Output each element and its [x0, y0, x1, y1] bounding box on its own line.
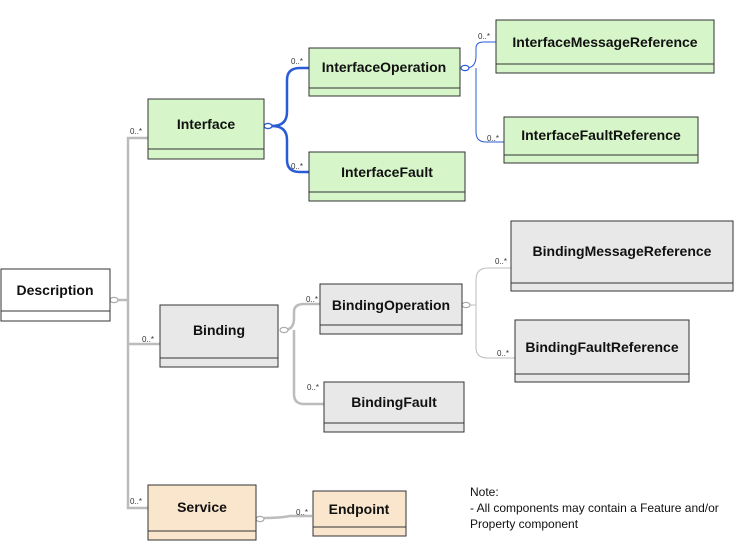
aggregation-diamond-service — [255, 515, 265, 523]
box-interface-message-reference-label: InterfaceMessageReference — [512, 34, 697, 50]
box-binding-fault-reference-label: BindingFaultReference — [525, 339, 678, 355]
interface-links — [271, 66, 309, 174]
box-interface-operation-label: InterfaceOperation — [322, 59, 446, 75]
link-description-service — [126, 344, 148, 510]
mult-interface-message-reference: 0..* — [478, 32, 490, 41]
box-binding-message-reference[interactable]: BindingMessageReference — [510, 220, 734, 292]
mult-interface-fault-reference: 0..* — [487, 134, 499, 143]
mult-binding-operation: 0..* — [306, 295, 318, 304]
mult-binding-message-reference: 0..* — [495, 257, 507, 266]
link-interface-operation — [271, 66, 309, 128]
mult-binding: 0..* — [142, 335, 154, 344]
box-interface-label: Interface — [177, 116, 236, 132]
link-binding-message-reference — [466, 267, 511, 306]
link-binding-operation — [283, 302, 320, 332]
mult-binding-fault-reference: 0..* — [497, 349, 509, 358]
mult-binding-fault: 0..* — [307, 383, 319, 392]
multiplicity-labels: 0..* 0..* 0..* 0..* 0..* 0..* 0..* 0..* … — [130, 32, 509, 517]
aggregation-diamond-binding — [279, 326, 289, 334]
mult-endpoint: 0..* — [296, 508, 308, 517]
link-interface-fault — [271, 124, 309, 174]
box-binding-label: Binding — [193, 322, 245, 338]
aggregation-diamond-description — [109, 296, 119, 304]
description-links — [118, 136, 160, 510]
mult-interface-operation: 0..* — [291, 57, 303, 66]
box-interface[interactable]: Interface — [147, 98, 265, 160]
box-service-label: Service — [177, 499, 227, 515]
box-interface-fault-reference[interactable]: InterfaceFaultReference — [503, 116, 699, 164]
box-service[interactable]: Service — [147, 484, 257, 541]
mult-service: 0..* — [130, 497, 142, 506]
link-service-endpoint — [263, 514, 312, 520]
note-line-1: - All components may contain a Feature a… — [470, 501, 719, 515]
mult-interface-fault: 0..* — [291, 162, 303, 171]
box-binding-message-reference-label: BindingMessageReference — [533, 243, 712, 259]
box-interface-message-reference[interactable]: InterfaceMessageReference — [495, 19, 715, 74]
box-binding-fault[interactable]: BindingFault — [323, 381, 465, 433]
box-binding-operation[interactable]: BindingOperation — [319, 283, 463, 335]
aggregation-diamond-interface — [263, 122, 273, 130]
box-description-label: Description — [16, 282, 93, 298]
box-interface-fault-label: InterfaceFault — [341, 164, 433, 180]
box-endpoint-label: Endpoint — [329, 501, 390, 517]
box-binding-fault-reference[interactable]: BindingFaultReference — [514, 319, 690, 383]
box-endpoint[interactable]: Endpoint — [312, 490, 407, 537]
interface-operation-links — [465, 41, 504, 143]
note-title: Note: — [470, 485, 499, 499]
box-binding[interactable]: Binding — [159, 304, 279, 368]
link-description-interface — [118, 136, 148, 302]
diagram-note: Note: - All components may contain a Fea… — [470, 484, 735, 532]
aggregation-diamond-interface-operation — [460, 64, 470, 72]
box-interface-operation[interactable]: InterfaceOperation — [308, 47, 461, 97]
link-binding-fault-reference — [475, 305, 515, 359]
aggregation-diamond-binding-operation — [461, 301, 471, 309]
link-interface-message-reference — [465, 41, 496, 69]
mult-interface: 0..* — [130, 127, 142, 136]
link-interface-fault-reference — [475, 68, 504, 143]
note-line-2: Property component — [470, 517, 579, 531]
binding-operation-links — [466, 267, 515, 359]
box-binding-fault-label: BindingFault — [351, 394, 437, 410]
box-interface-fault-reference-label: InterfaceFaultReference — [521, 127, 681, 143]
box-binding-operation-label: BindingOperation — [332, 297, 450, 313]
binding-links — [283, 302, 324, 406]
box-interface-fault[interactable]: InterfaceFault — [308, 151, 466, 202]
box-description[interactable]: Description — [0, 268, 111, 322]
link-binding-fault — [292, 330, 324, 406]
